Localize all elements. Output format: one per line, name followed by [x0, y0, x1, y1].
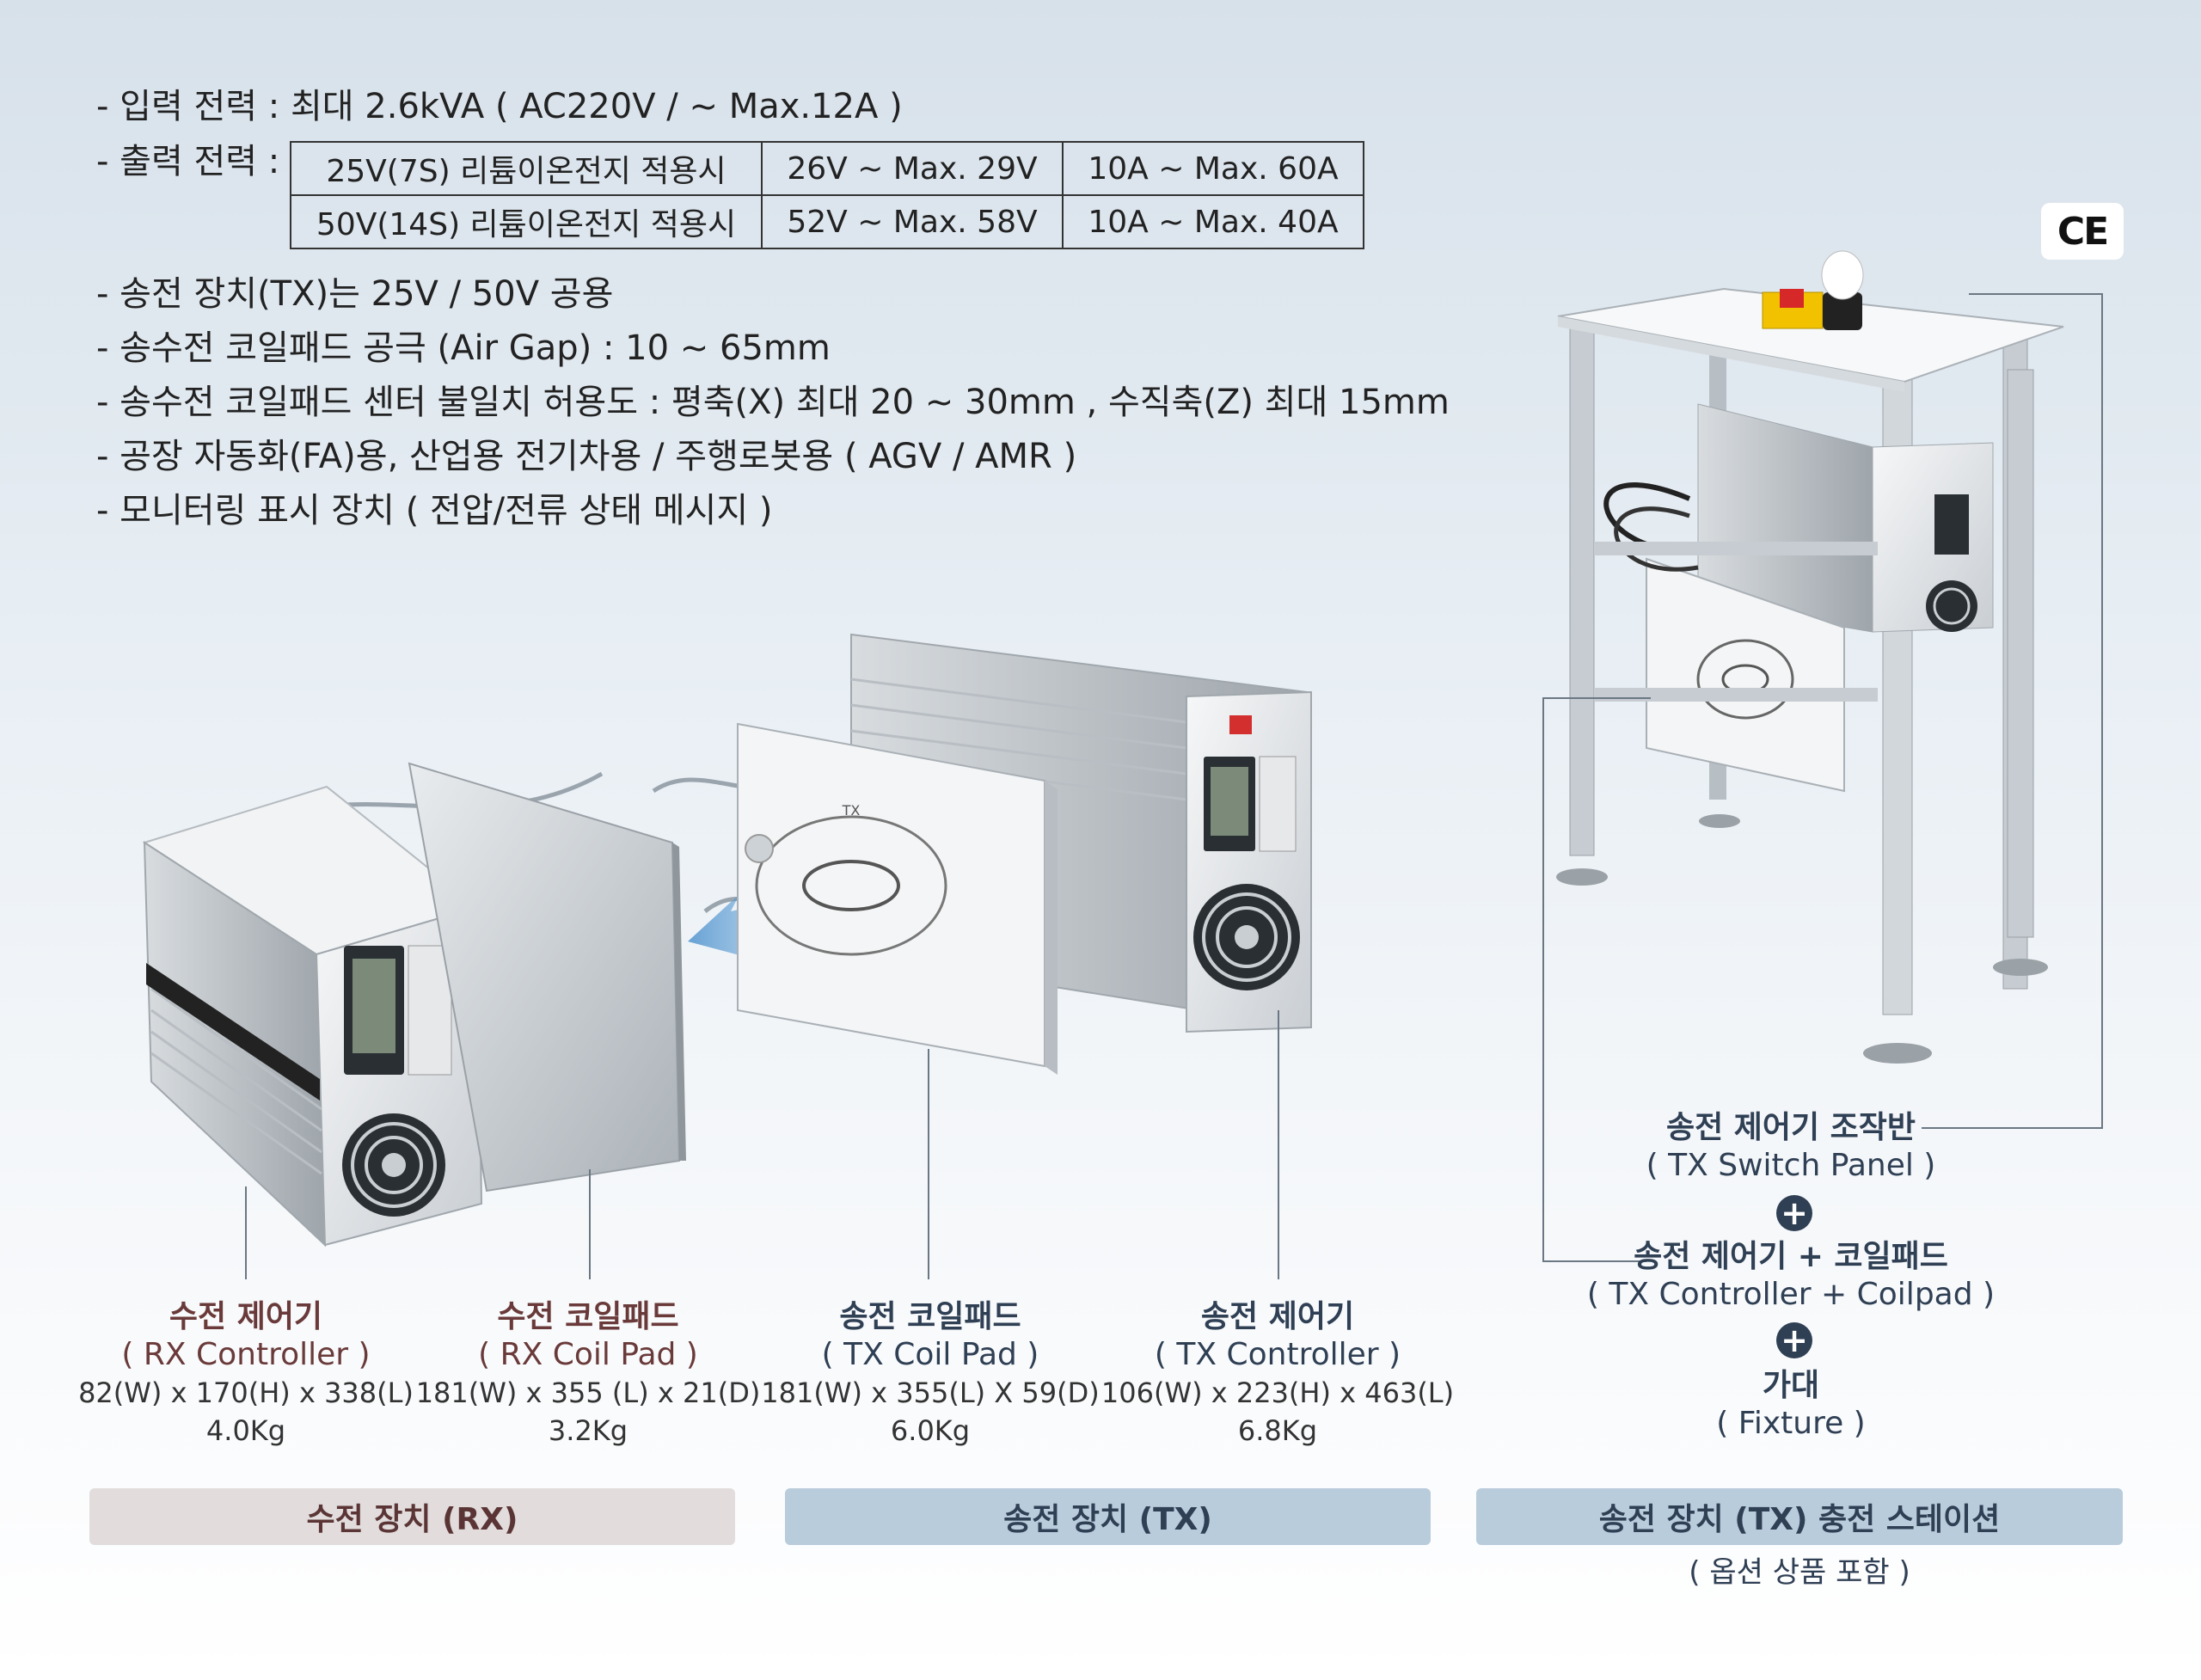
product-dimensions: 181(W) x 355(L) X 59(D)	[761, 1376, 1100, 1409]
output-power-table: 25V(7S) 리튬이온전지 적용시 26V ~ Max. 29V 10A ~ …	[290, 141, 1364, 249]
table-cell: 10A ~ Max. 40A	[1062, 194, 1364, 249]
spec-line: - 공장 자동화(FA)용, 산업용 전기차용 / 주행로봇용 ( AGV / …	[96, 437, 1077, 476]
spec-line: - 송전 장치(TX)는 25V / 50V 공용	[96, 274, 614, 314]
table-cell: 25V(7S) 리튬이온전지 적용시	[290, 141, 763, 196]
product-name: 수전 제어기	[169, 1299, 323, 1334]
rx-coil-pad-label: 수전 코일패드 ( RX Coil Pad ) 181(W) x 355 (L)…	[416, 1298, 761, 1450]
station-combo-label: 송전 제어기 + 코일패드 ( TX Controller + Coilpad …	[1587, 1238, 1995, 1314]
plus-icon: +	[1776, 1195, 1812, 1231]
spec-line: - 송수전 코일패드 공극 (Air Gap) : 10 ~ 65mm	[96, 328, 831, 368]
product-subtitle: ( TX Controller )	[1154, 1337, 1401, 1372]
station-panel-name: 송전 제어기 조작반	[1665, 1110, 1916, 1145]
plus-icon: +	[1776, 1322, 1812, 1358]
rx-controller-label: 수전 제어기 ( RX Controller ) 82(W) x 170(H) …	[78, 1298, 414, 1450]
table-cell: 10A ~ Max. 60A	[1062, 141, 1364, 196]
product-weight: 3.2Kg	[548, 1414, 628, 1447]
product-weight: 6.0Kg	[890, 1414, 971, 1447]
product-dimensions: 181(W) x 355 (L) x 21(D)	[415, 1376, 761, 1409]
product-name: 송전 코일패드	[839, 1299, 1021, 1334]
station-option-note: ( 옵션 상품 포함 )	[1689, 1555, 1910, 1590]
product-subtitle: ( RX Coil Pad )	[478, 1337, 698, 1372]
charging-station-image	[1556, 250, 2064, 1064]
table-row: 50V(14S) 리튬이온전지 적용시 52V ~ Max. 58V 10A ~…	[290, 194, 1364, 249]
pad-tx-text: TX	[842, 802, 861, 819]
station-fixture-subtitle: ( Fixture )	[1716, 1406, 1866, 1441]
rx-category-bar: 수전 장치 (RX)	[89, 1488, 735, 1545]
product-dimensions: 106(W) x 223(H) x 463(L)	[1100, 1376, 1455, 1409]
ce-mark-icon: CE	[2041, 203, 2124, 260]
table-cell: 50V(14S) 리튬이온전지 적용시	[290, 194, 763, 249]
spec-line: - 모니터링 표시 장치 ( 전압/전류 상태 메시지 )	[96, 491, 773, 530]
tx-coil-pad-image: TX	[737, 722, 1058, 1075]
spec-input-power: - 입력 전력 : 최대 2.6kVA ( AC220V / ~ Max.12A…	[96, 87, 903, 126]
table-cell: 26V ~ Max. 29V	[761, 141, 1064, 196]
tx-category-bar: 송전 장치 (TX)	[785, 1488, 1431, 1545]
station-combo-name: 송전 제어기 + 코일패드	[1634, 1239, 1948, 1274]
rx-controller-image	[142, 785, 483, 1248]
tx-coil-pad-label: 송전 코일패드 ( TX Coil Pad ) 181(W) x 355(L) …	[761, 1298, 1099, 1450]
station-combo-subtitle: ( TX Controller + Coilpad )	[1586, 1277, 1996, 1312]
station-panel-subtitle: ( TX Switch Panel )	[1646, 1148, 1936, 1183]
station-fixture-name: 가대	[1762, 1368, 1820, 1403]
product-subtitle: ( TX Coil Pad )	[821, 1337, 1039, 1372]
table-cell: 52V ~ Max. 58V	[761, 194, 1064, 249]
station-fixture-label: 가대 ( Fixture )	[1716, 1367, 1865, 1443]
table-row: 25V(7S) 리튬이온전지 적용시 26V ~ Max. 29V 10A ~ …	[290, 141, 1364, 196]
product-name: 수전 코일패드	[497, 1299, 679, 1334]
spec-output-power-label: - 출력 전력 :	[96, 142, 280, 181]
tx-controller-label: 송전 제어기 ( TX Controller ) 106(W) x 223(H)…	[1101, 1298, 1454, 1450]
station-category-bar: 송전 장치 (TX) 충전 스테이션	[1476, 1488, 2123, 1545]
leader-lines	[245, 293, 2103, 1279]
product-weight: 4.0Kg	[205, 1414, 286, 1447]
product-name: 송전 제어기	[1200, 1299, 1355, 1334]
product-weight: 6.8Kg	[1237, 1414, 1318, 1447]
spec-line: - 송수전 코일패드 센터 불일치 허용도 : 평축(X) 최대 20 ~ 30…	[96, 383, 1450, 422]
rx-coil-pad-image	[408, 762, 686, 1193]
station-panel-label: 송전 제어기 조작반 ( TX Switch Panel )	[1646, 1109, 1936, 1185]
product-subtitle: ( RX Controller )	[121, 1337, 371, 1372]
product-dimensions: 82(W) x 170(H) x 338(L)	[78, 1376, 414, 1409]
